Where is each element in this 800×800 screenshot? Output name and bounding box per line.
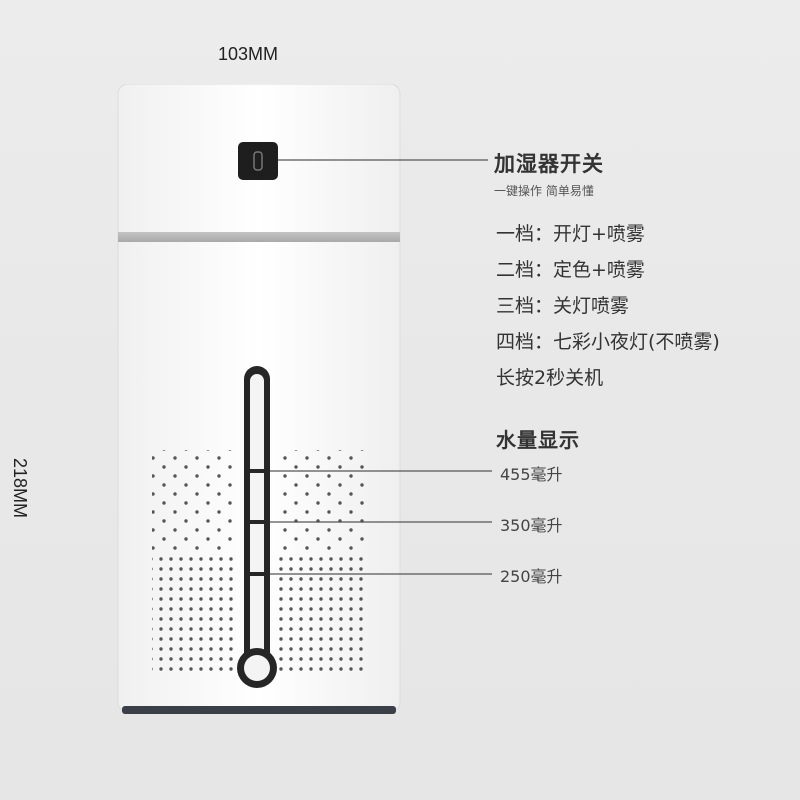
mode-list: 一档：开灯+喷雾 二档：定色+喷雾 三档：关灯喷雾 四档：七彩小夜灯(不喷雾) … bbox=[496, 216, 720, 396]
water-level-title: 水量显示 bbox=[496, 428, 580, 452]
water-level-455: 455毫升 bbox=[500, 465, 563, 484]
vent-dots-left bbox=[152, 554, 238, 676]
power-button bbox=[238, 142, 278, 180]
water-level-350: 350毫升 bbox=[500, 516, 563, 535]
mode-item: 长按2秒关机 bbox=[496, 367, 604, 389]
power-switch-title: 加湿器开关 bbox=[494, 152, 604, 176]
water-level-250: 250毫升 bbox=[500, 567, 563, 586]
mode-item: 三档：关灯喷雾 bbox=[496, 295, 630, 317]
mode-item: 四档：七彩小夜灯(不喷雾) bbox=[496, 331, 720, 353]
mode-item: 二档：定色+喷雾 bbox=[496, 259, 645, 281]
power-switch-subtitle: 一键操作 简单易懂 bbox=[494, 184, 594, 198]
mode-item: 一档：开灯+喷雾 bbox=[496, 223, 645, 245]
width-dimension-label: 103MM bbox=[218, 44, 279, 64]
